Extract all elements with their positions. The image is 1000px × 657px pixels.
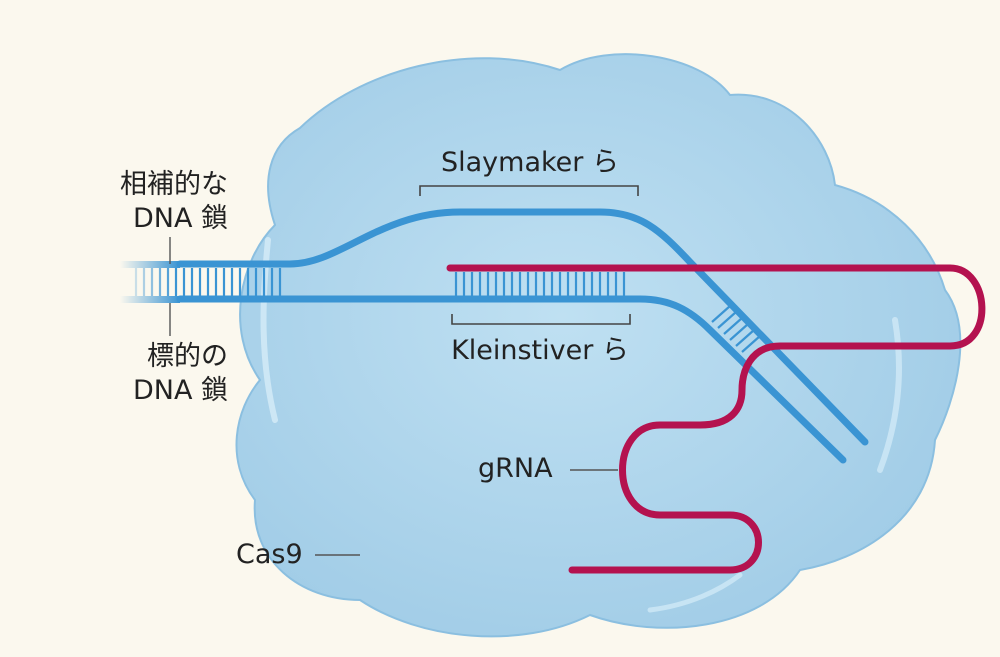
target-strand-label-line1: 標的の: [147, 341, 228, 372]
complementary-strand-label: 相補的な DNA 鎖: [60, 168, 228, 236]
rna-dna-base-pairs: [454, 272, 626, 296]
kleinstiver-label: Kleinstiver ら: [451, 335, 629, 366]
slaymaker-bracket: [419, 185, 639, 196]
target-dna-strand: [176, 295, 847, 464]
cas9-highlight: [877, 317, 902, 473]
complementary-strand-label-line2: DNA 鎖: [132, 203, 228, 234]
kleinstiver-bracket: [451, 314, 631, 325]
complementary-strand-label-line1: 相補的な: [120, 169, 228, 200]
cas9-label: Cas9: [236, 539, 303, 570]
target-strand-label: 標的の DNA 鎖: [60, 340, 228, 408]
grna-strand: [446, 264, 986, 574]
slaymaker-label: Slaymaker ら: [441, 147, 619, 178]
grna-label: gRNA: [478, 453, 553, 484]
complementary-dna-strand: [176, 208, 869, 446]
duplex-base-pairs-left: [134, 268, 282, 296]
duplex-base-pairs-right: [711, 305, 761, 353]
target-strand-label-line2: DNA 鎖: [132, 375, 228, 406]
target-strand-fade: [120, 296, 180, 303]
complementary-strand-fade: [120, 261, 180, 268]
cas9-protein-shape: [235, 53, 962, 638]
cas9-highlight: [647, 572, 743, 613]
